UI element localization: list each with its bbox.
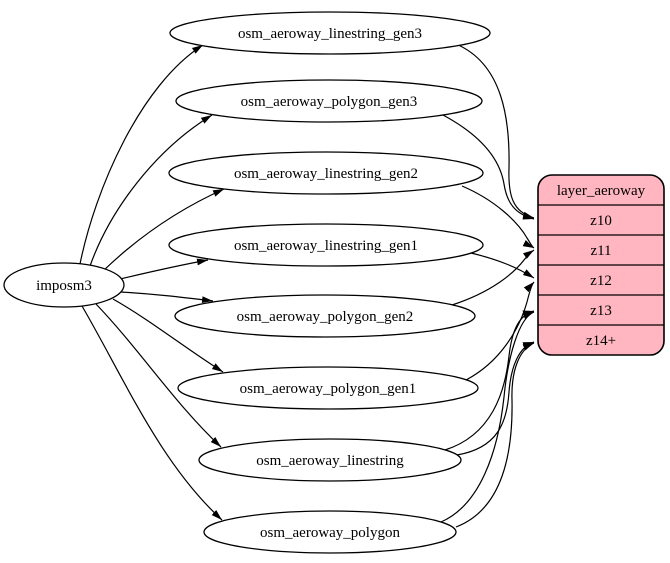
edge-linestring-gen2-to-z11 [461,185,535,249]
node-osm-aeroway-linestring-gen3: osm_aeroway_linestring_gen3 [169,11,491,55]
table-label: osm_aeroway_polygon_gen2 [237,309,414,325]
layer-row-z13: z13 [590,303,612,319]
edge-imposm3-to-polygon [81,305,223,521]
node-osm-aeroway-polygon-gen1: osm_aeroway_polygon_gen1 [177,366,479,410]
table-label: osm_aeroway_linestring_gen1 [234,238,418,254]
node-osm-aeroway-linestring: osm_aeroway_linestring [198,438,462,482]
edge-polygon-to-z13 [440,311,535,523]
edge-polygon-to-z14 [455,342,535,528]
layer-row-z11: z11 [590,243,611,259]
edge-polygon-gen2-to-z11 [451,249,535,306]
table-label: osm_aeroway_polygon_gen3 [241,94,418,110]
table-label: osm_aeroway_linestring [256,453,404,469]
node-osm-aeroway-polygon-gen2: osm_aeroway_polygon_gen2 [174,294,476,338]
table-ellipse [177,366,479,410]
layer-row-z14: z14+ [586,333,616,349]
edge-imposm3-to-linestring [95,303,222,448]
table-label: osm_aeroway_polygon_gen1 [240,381,417,397]
table-label: osm_aeroway_linestring_gen3 [238,26,422,42]
edge-imposm3-to-polygon-gen3 [89,114,213,267]
edge-linestring-gen3-to-z10 [455,43,535,219]
edge-linestring-to-z13 [444,310,535,451]
edge-polygon-gen3-to-z10 [442,114,535,220]
edge-imposm3-to-polygon-gen1 [112,298,224,373]
table-ellipse [203,510,457,554]
imposm3-ellipse [3,262,125,308]
table-label: osm_aeroway_linestring_gen2 [234,166,418,182]
edge-imposm3-to-linestring-gen3 [79,44,204,265]
table-ellipse [169,11,491,55]
table-ellipse [198,438,462,482]
edge-imposm3-to-linestring-gen1 [119,258,209,280]
edge-linestring-gen1-to-z12 [470,252,535,279]
layer-title: layer_aeroway [557,183,646,199]
edges-from-source [79,44,225,521]
node-osm-aeroway-linestring-gen1: osm_aeroway_linestring_gen1 [168,223,484,267]
node-layer-aeroway: layer_aeroway z10 z11 z12 z13 z14+ [537,174,665,356]
table-ellipse [175,79,483,123]
imposm3-label: imposm3 [36,278,92,294]
layer-row-z10: z10 [590,213,612,229]
edge-imposm3-to-polygon-gen2 [120,291,214,304]
table-ellipse [168,223,484,267]
table-ellipse [174,294,476,338]
edge-polygon-gen1-to-z12 [465,281,535,381]
node-osm-aeroway-polygon: osm_aeroway_polygon [203,510,457,554]
edges-to-layer [440,43,535,528]
table-label: osm_aeroway_polygon [260,525,400,541]
node-imposm3: imposm3 [3,262,125,308]
layer-row-z12: z12 [590,273,612,289]
node-osm-aeroway-linestring-gen2: osm_aeroway_linestring_gen2 [168,151,484,195]
node-osm-aeroway-polygon-gen3: osm_aeroway_polygon_gen3 [175,79,483,123]
edge-imposm3-to-linestring-gen2 [101,188,225,273]
table-ellipse [168,151,484,195]
edge-linestring-to-z14 [456,341,535,456]
